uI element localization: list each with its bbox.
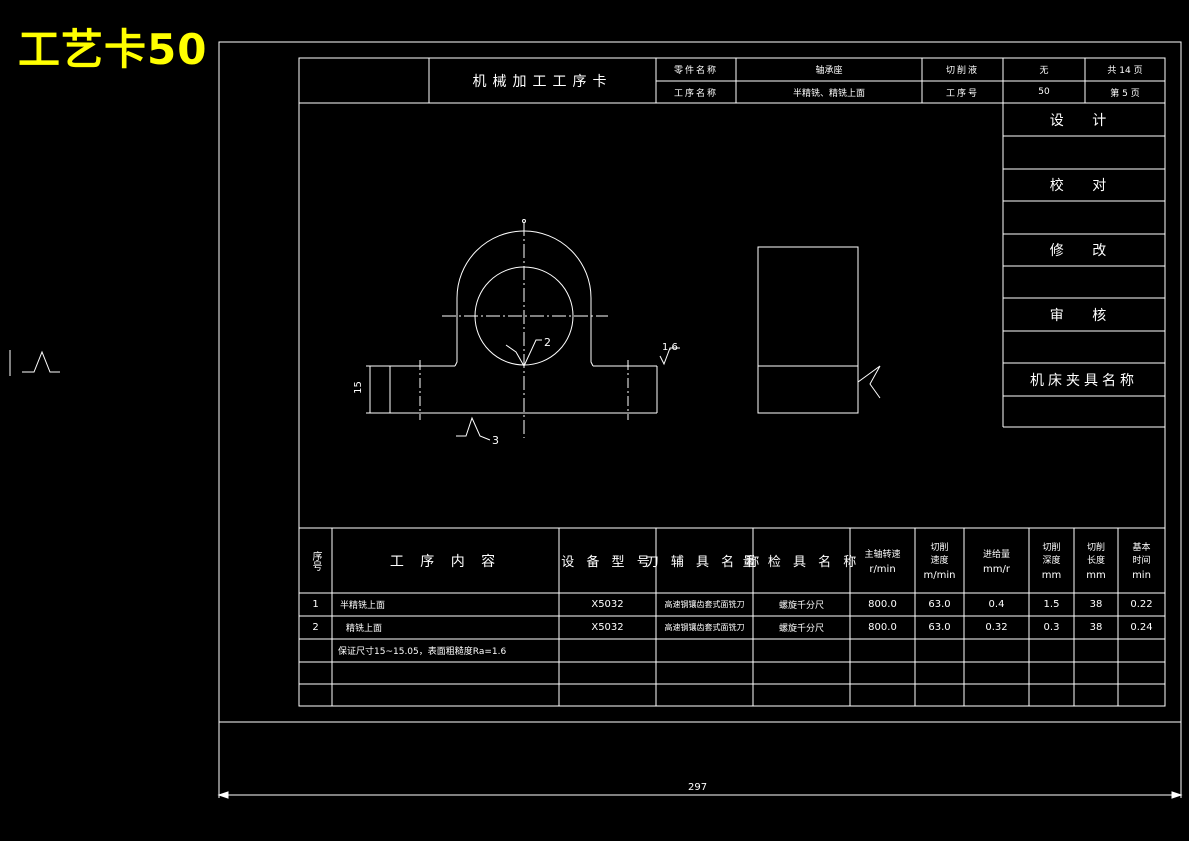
page-no: 第 5 页 (1110, 88, 1140, 99)
signoff-check: 校 对 (1049, 178, 1119, 194)
header-depth: 切削深度 mm (1029, 528, 1074, 593)
header-seq: 序号 (299, 528, 332, 593)
signoff-design: 设 计 (1049, 112, 1119, 129)
card-frame (298, 57, 1166, 707)
card-title: 机械加工工序卡 (472, 73, 613, 90)
header-feed-unit: mm/r (983, 563, 1010, 575)
total-pages: 共 14 页 (1107, 66, 1143, 76)
process-no-value: 50 (1038, 87, 1050, 97)
header-depth-unit: mm (1041, 570, 1062, 581)
header-content: 工 序 内 容 (389, 553, 502, 570)
header-time-unit: min (1132, 570, 1151, 581)
signoff-review: 审 核 (1049, 307, 1119, 324)
signoff-revise: 修 改 (1049, 243, 1119, 259)
header-spindle-unit: r/min (869, 563, 896, 575)
header-feed-text: 进给量 (982, 549, 1010, 560)
header-time-text: 基本时间 (1132, 543, 1151, 566)
header-time: 基本时间 min (1118, 528, 1165, 593)
roughness-label-16: 1.6 (662, 342, 678, 353)
row1-tool: 高速钢镶齿套式面铣刀 (664, 600, 745, 609)
process-name-label: 工序名称 (673, 88, 718, 99)
header-spindle: 主轴转速 r/min (850, 528, 915, 593)
row2-feed: 0.32 (985, 622, 1008, 633)
header-cut-speed-text: 切削速度 (930, 543, 949, 566)
roughness-symbol-left (9, 350, 60, 376)
row1-cut-speed: 63.0 (928, 599, 951, 610)
process-name-value: 半精铣、精铣上面 (792, 88, 865, 99)
header-equipment: 设 备 型 号 (561, 555, 654, 570)
row2-equipment: X5032 (591, 622, 624, 633)
row2-content: 精铣上面 (346, 624, 383, 634)
roughness-label-2: 2 (544, 336, 551, 349)
row1-time: 0.22 (1130, 599, 1153, 610)
header-cut-speed-unit: m/min (923, 570, 956, 581)
dimension-label-15: 15 (352, 381, 364, 394)
header-length-unit: mm (1086, 570, 1106, 581)
header-depth-text: 切削深度 (1042, 543, 1061, 566)
row1-length: 38 (1089, 599, 1103, 610)
row2-speed: 800.0 (868, 622, 897, 633)
row2-cut-speed: 63.0 (928, 622, 951, 633)
header-spindle-text: 主轴转速 (864, 549, 901, 560)
sheet-frame (218, 41, 1182, 723)
roughness-label-3: 3 (492, 434, 499, 447)
side-view (757, 246, 881, 414)
row1-speed: 800.0 (868, 599, 897, 610)
row1-equipment: X5032 (591, 599, 624, 610)
row2-length: 38 (1089, 622, 1103, 633)
coolant-value: 无 (1039, 66, 1049, 76)
row1-depth: 1.5 (1043, 599, 1060, 610)
process-no-label: 工序号 (945, 88, 979, 99)
header-cut-speed: 切削速度 m/min (915, 528, 964, 593)
front-view (366, 219, 680, 441)
signoff-machine-fixture: 机床夹具名称 (1030, 372, 1138, 389)
row1-feed: 0.4 (988, 599, 1005, 610)
row2-gauge: 螺旋千分尺 (778, 624, 824, 634)
row2-seq: 2 (312, 622, 319, 633)
width-dimension (217, 722, 1183, 799)
header-tool: 刀 辅 具 名 称 (645, 555, 764, 570)
overall-width-label: 297 (688, 782, 708, 793)
header-seq-text: 序号 (310, 550, 321, 571)
coolant-label: 切削液 (945, 66, 979, 76)
row2-depth: 0.3 (1043, 622, 1060, 633)
header-length-text: 切削长度 (1086, 543, 1105, 566)
row1-seq: 1 (312, 599, 319, 610)
row2-time: 0.24 (1130, 622, 1153, 633)
drawing-title: 工艺卡50 (18, 25, 208, 74)
header-gauge: 量 检 具 名 称 (742, 555, 861, 570)
part-name-label: 零件名称 (673, 66, 718, 76)
table-note: 保证尺寸15~15.05，表面粗糙度Ra=1.6 (338, 647, 507, 657)
row1-gauge: 螺旋千分尺 (778, 601, 824, 611)
header-feed: 进给量 mm/r (964, 528, 1029, 593)
header-length: 切削长度 mm (1074, 528, 1118, 593)
part-name-value: 轴承座 (815, 66, 843, 76)
row1-content: 半精铣上面 (340, 601, 386, 611)
row2-tool: 高速钢镶齿套式面铣刀 (664, 623, 745, 632)
